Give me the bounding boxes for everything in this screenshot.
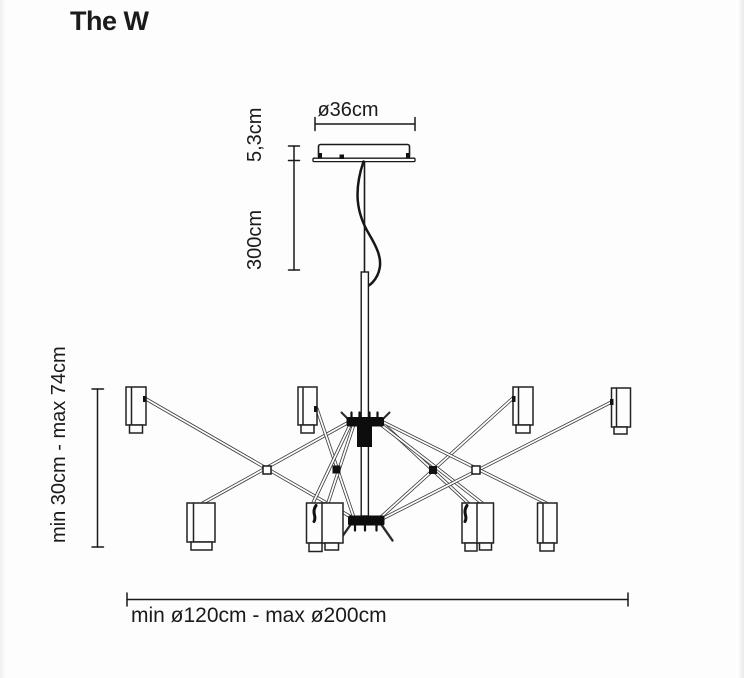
arm-right-outer-lower [380,400,614,521]
dimension-canopy-diameter [314,116,416,132]
height-range-label: min 30cm - max 74cm [48,346,70,543]
scissor-arms [144,396,614,521]
arm-left-inner-upper-a [311,421,353,505]
lamp-head-upper-left [125,386,147,434]
pivot-joints [262,465,481,475]
lamp-heads-lower [186,502,558,553]
center-rod [360,271,370,517]
page-title: The W [70,6,149,36]
dimension-height-range [91,388,105,548]
pivot-joint-right [429,466,437,474]
ceiling-canopy [312,143,416,163]
lamp-head-lower-midpair-b [321,502,344,551]
upper-hub [340,411,391,427]
arm-left-inner-lower [315,407,356,520]
lamp-head-lower-midpair-a [305,502,327,553]
lamp-head-upper-midleft [297,386,318,434]
lamp-heads-upper [125,386,632,435]
pivot-joint-open-right [471,465,481,475]
arm-right-inner-lower [378,396,515,520]
cable-length-label: 300cm [244,209,266,270]
dimension-diameter-range [126,592,629,607]
lower-hub [338,515,394,542]
arm-right-inner-upper-b [378,422,484,505]
canopy-diameter-label: ø36cm [317,99,379,121]
hub-motor-box [357,426,372,447]
lamp-head-upper-midright [512,386,534,434]
diameter-range-label: min ø120cm - max ø200cm [131,604,387,627]
lamp-head-upper-right [610,387,632,435]
arm-left-inner-upper-b [326,422,356,505]
lamp-head-lower-left [186,502,216,551]
arm-right-outer-upper [379,419,548,505]
lamp-head-lower-rightpair-b [476,502,495,551]
lamp-head-lower-right [536,502,558,552]
pivot-joint-left [332,465,341,474]
canopy-height-label: 5,3cm [244,107,266,162]
dimension-canopy-height-and-cable [287,145,301,271]
power-cord [356,160,382,288]
pivot-joint-open-left [262,465,272,475]
